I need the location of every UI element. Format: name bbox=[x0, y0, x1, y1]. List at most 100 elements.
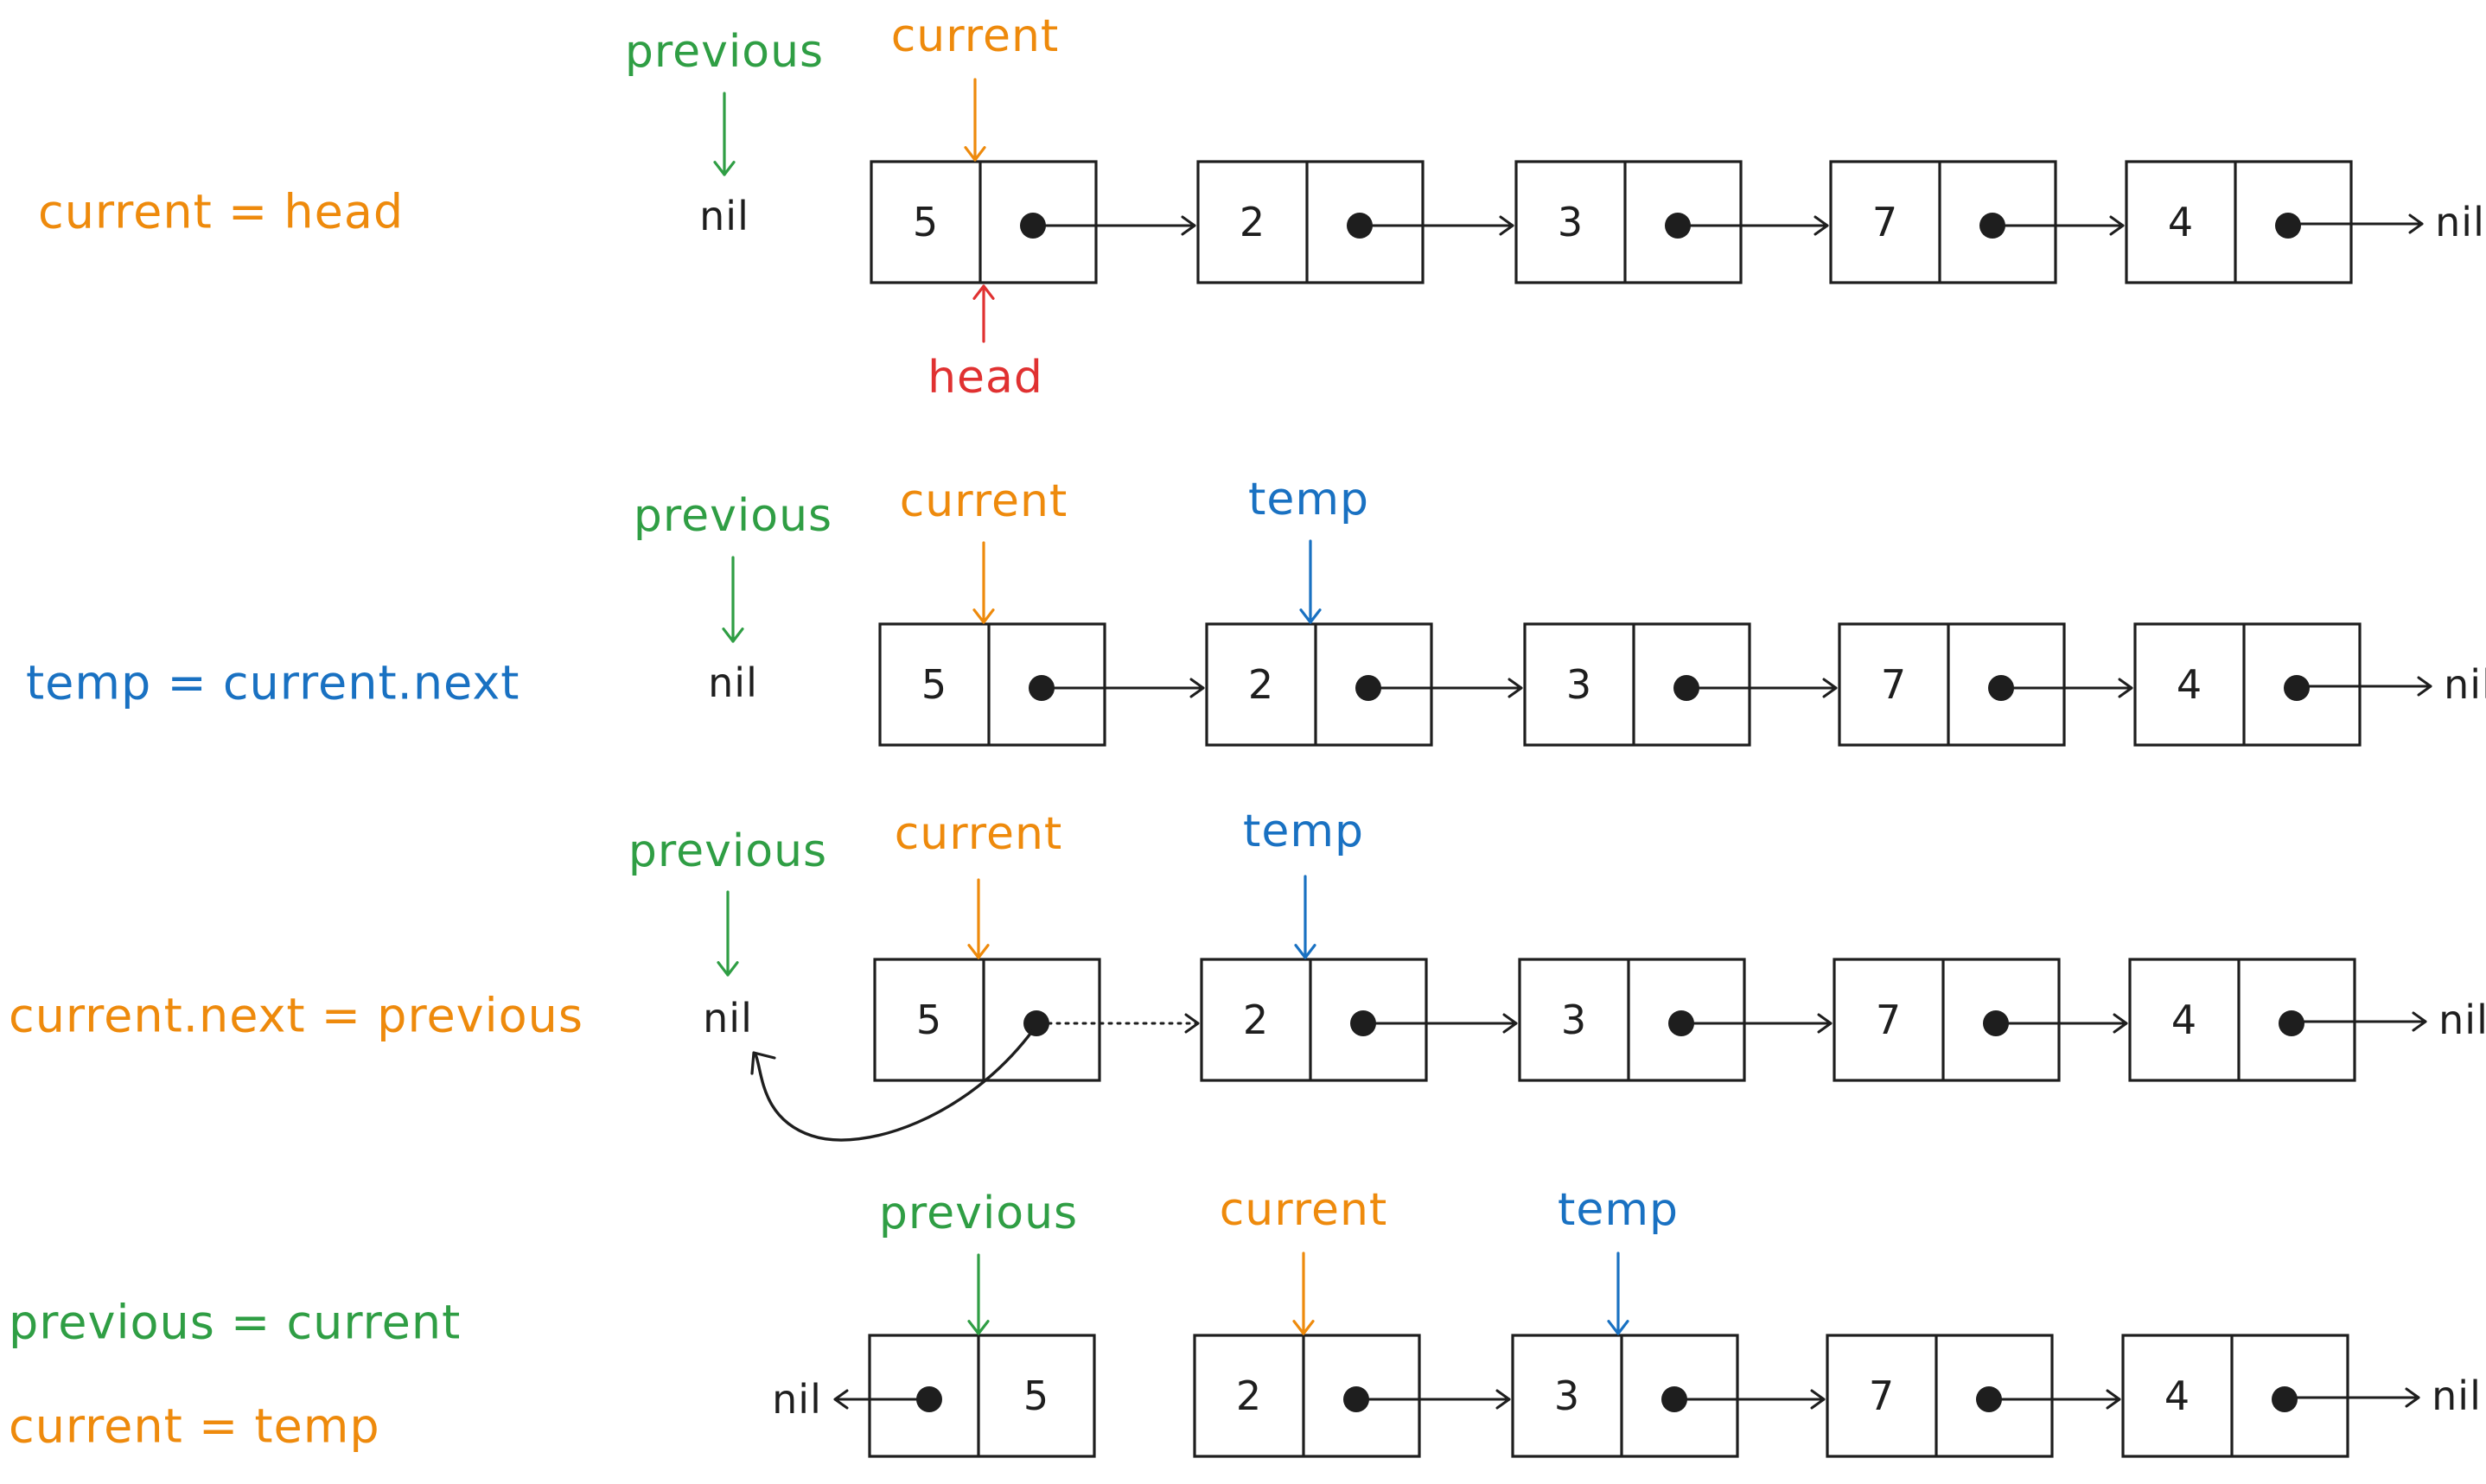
row-4-node-2: 3 bbox=[1511, 1334, 1739, 1458]
row-4-node-3-next-pointer-dot bbox=[1976, 1386, 2002, 1412]
row-3-curved-next-arrow-head bbox=[750, 1051, 776, 1075]
row-1-pointer-head-label: head bbox=[927, 352, 1043, 404]
row-2-node-5-box bbox=[2133, 622, 2362, 747]
row-4-pointer-temp-arrow bbox=[1607, 1252, 1629, 1335]
row-4-next-arrow-2 bbox=[1685, 1389, 1826, 1410]
row-4-statement-1: previous = current bbox=[9, 1296, 461, 1350]
row-3-next-arrow-3-head bbox=[1817, 1013, 1833, 1034]
row-3-node-1-box bbox=[873, 958, 1101, 1082]
row-3-node-3: 3 bbox=[1518, 958, 1746, 1082]
row-4-tail-arrow-head bbox=[2405, 1387, 2420, 1408]
row-3-node-1: 5 bbox=[873, 958, 1101, 1082]
row-2-nil-right: nil bbox=[2444, 661, 2486, 708]
row-3-node-4-box bbox=[1833, 958, 2061, 1082]
row-2-node-1-value: 5 bbox=[921, 661, 947, 708]
row-1-node-1-next-pointer-dot bbox=[1020, 213, 1046, 239]
row-2-node-4-value: 7 bbox=[1881, 661, 1907, 708]
row-1-tail-arrow-head bbox=[2408, 213, 2424, 234]
row-3-node-4: 7 bbox=[1833, 958, 2061, 1082]
row-3-pointer-current-label: current bbox=[895, 808, 1063, 860]
row-2-node-1-box bbox=[878, 622, 1106, 747]
row-1-node-5-value: 4 bbox=[2168, 199, 2194, 245]
row-3-next-arrow-4-head bbox=[2113, 1013, 2128, 1034]
row-2-tail-arrow bbox=[2307, 676, 2432, 697]
row-2-node-3: 3 bbox=[1523, 622, 1751, 747]
row-3-node-4-next-pointer-dot bbox=[1983, 1010, 2009, 1036]
row-3-node-5-box bbox=[2128, 958, 2356, 1082]
row-2-next-arrow-3 bbox=[1697, 678, 1838, 698]
row-4-pointer-previous-arrow-head bbox=[967, 1320, 990, 1335]
row-1-node-4-box bbox=[1829, 160, 2057, 284]
row-2-node-3-value: 3 bbox=[1566, 661, 1592, 708]
row-2-statement-1: temp = current.next bbox=[26, 656, 520, 710]
row-1-node-3-next-pointer-dot bbox=[1665, 213, 1691, 239]
row-1-node-3-value: 3 bbox=[1558, 199, 1584, 245]
row-2-pointer-temp-arrow-head bbox=[1299, 608, 1322, 624]
row-1-node-1: 5 bbox=[870, 160, 1098, 284]
row-4-pointer-temp-label: temp bbox=[1558, 1184, 1679, 1236]
row-3-pointer-temp-label: temp bbox=[1243, 806, 1364, 857]
row-2-next-arrow-4 bbox=[2011, 678, 2133, 698]
row-1-node-2-value: 2 bbox=[1240, 199, 1265, 245]
row-2-node-1: 5 bbox=[878, 622, 1106, 747]
row-4-node-3-box bbox=[1826, 1334, 2054, 1458]
row-3-next-arrow-1-old bbox=[1047, 1013, 1200, 1034]
row-3-node-2-box bbox=[1200, 958, 1428, 1082]
row-3-node-1-next-pointer-dot bbox=[1023, 1010, 1049, 1036]
row-3-next-arrow-2 bbox=[1374, 1013, 1518, 1034]
row-2-pointer-current-arrow bbox=[972, 541, 995, 624]
row-2-pointer-temp-label: temp bbox=[1248, 474, 1369, 525]
row-2-tail-arrow-head bbox=[2417, 676, 2432, 697]
row-1-next-arrow-1-head bbox=[1181, 215, 1196, 236]
row-2-next-arrow-1-head bbox=[1189, 678, 1205, 698]
row-1-next-arrow-4-head bbox=[2109, 215, 2125, 236]
row-4-nil-right: nil bbox=[2432, 1373, 2482, 1419]
row-1-next-arrow-3 bbox=[1688, 215, 1829, 236]
row-2-node-1-next-pointer-dot bbox=[1029, 675, 1055, 701]
row-1-next-arrow-2-head bbox=[1499, 215, 1514, 236]
row-4-next-arrow-1-head bbox=[1495, 1389, 1511, 1410]
row-3-node-1-value: 5 bbox=[916, 997, 942, 1043]
row-1-node-5: 4 bbox=[2125, 160, 2353, 284]
row-4-node-3: 7 bbox=[1826, 1334, 2054, 1458]
row-1-next-arrow-2 bbox=[1370, 215, 1514, 236]
row-1-nil-left: nil bbox=[699, 193, 749, 239]
row-4-node-4-next-pointer-dot bbox=[2272, 1386, 2298, 1412]
row-4-reversed-next-arrow-head bbox=[833, 1389, 849, 1410]
row-3-pointer-current-arrow-head bbox=[967, 944, 990, 959]
row-2-node-4-next-pointer-dot bbox=[1988, 675, 2014, 701]
row-2-nil-left: nil bbox=[708, 659, 758, 706]
row-1-next-arrow-4 bbox=[2003, 215, 2125, 236]
row-1-node-3-box bbox=[1514, 160, 1743, 284]
row-1-node-3: 3 bbox=[1514, 160, 1743, 284]
row-2-next-arrow-2 bbox=[1379, 678, 1523, 698]
row-3-curved-next-arrow bbox=[754, 1029, 1035, 1142]
row-4-tail-arrow bbox=[2295, 1387, 2420, 1408]
row-2-node-5-value: 4 bbox=[2177, 661, 2202, 708]
row-1-node-4-value: 7 bbox=[1872, 199, 1898, 245]
row-2-pointer-current-label: current bbox=[900, 475, 1068, 527]
row-3-node-5-next-pointer-dot bbox=[2279, 1010, 2304, 1036]
row-4-next-arrow-3 bbox=[1999, 1389, 2121, 1410]
row-2-pointer-temp-arrow bbox=[1299, 539, 1322, 624]
row-1-next-arrow-1 bbox=[1043, 215, 1196, 236]
row-3-pointer-temp-arrow bbox=[1294, 875, 1316, 959]
row-3-node-3-next-pointer-dot bbox=[1668, 1010, 1694, 1036]
row-2-node-2-box bbox=[1205, 622, 1433, 747]
row-4-node-1-box bbox=[1193, 1334, 1421, 1458]
row-3-pointer-temp-arrow-head bbox=[1294, 944, 1316, 959]
row-3-node-2-value: 2 bbox=[1243, 997, 1269, 1043]
row-3-next-arrow-1-old-head bbox=[1184, 1013, 1200, 1034]
row-4-node-4-box bbox=[2121, 1334, 2349, 1458]
row-3-pointer-previous-arrow bbox=[717, 890, 739, 977]
row-4-node-2-box bbox=[1511, 1334, 1739, 1458]
row-4-next-arrow-3-head bbox=[2106, 1389, 2121, 1410]
row-1-tail-arrow bbox=[2298, 213, 2424, 234]
row-4-reversed-node-1-box bbox=[868, 1334, 1096, 1458]
row-1-nil-right: nil bbox=[2435, 199, 2485, 245]
row-1-pointer-current-arrow bbox=[964, 78, 986, 162]
row-3-node-3-value: 3 bbox=[1561, 997, 1587, 1043]
row-1-node-5-box bbox=[2125, 160, 2353, 284]
row-2-node-3-box bbox=[1523, 622, 1751, 747]
row-4-node-1: 2 bbox=[1193, 1334, 1421, 1458]
